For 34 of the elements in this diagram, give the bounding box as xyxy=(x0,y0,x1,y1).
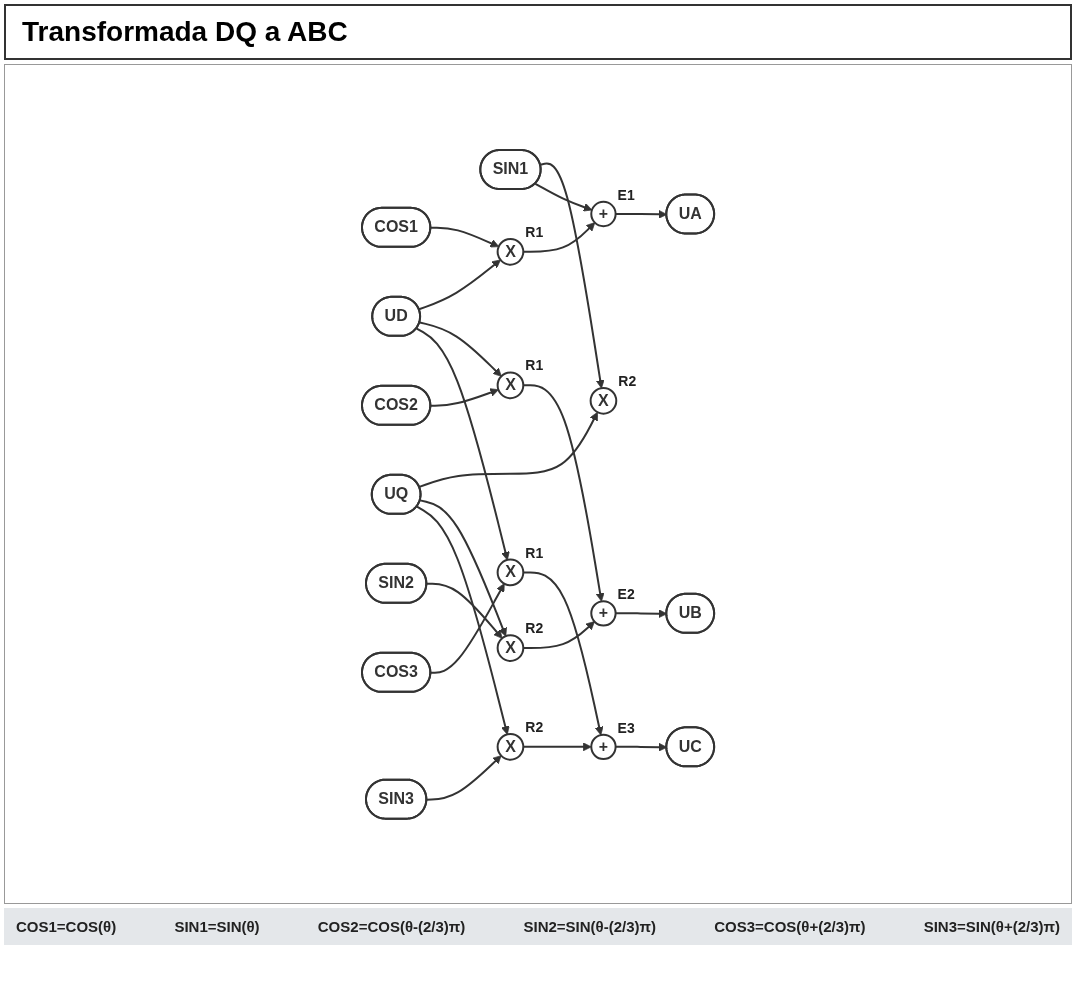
block-tag: R1 xyxy=(525,544,544,561)
block-tag: R1 xyxy=(525,223,544,240)
node-circle: + xyxy=(590,733,617,760)
node-circle: X xyxy=(496,237,525,266)
block-tag: R1 xyxy=(525,357,544,374)
formula-note: COS2=COS(θ-(2/3)π) xyxy=(317,918,466,935)
node-circle: X xyxy=(589,386,618,415)
node-circle: X xyxy=(496,732,525,761)
arrow xyxy=(415,327,510,561)
arrow xyxy=(534,182,593,212)
formula-note: SIN3=SIN(θ+(2/3)π) xyxy=(923,918,1060,935)
arrow xyxy=(418,259,501,310)
block-tag: R2 xyxy=(525,619,544,636)
arrow xyxy=(418,321,502,377)
arrow xyxy=(419,499,507,637)
formula-note: SIN1=SIN(θ) xyxy=(174,918,260,935)
formula-note: COS3=COS(θ+(2/3)π) xyxy=(714,918,866,935)
block-tag: R2 xyxy=(525,718,544,735)
block-tag: E3 xyxy=(617,719,635,736)
arrow xyxy=(539,162,605,389)
node-circle: X xyxy=(496,558,525,586)
diagram-title: Transformada DQ a ABC xyxy=(4,4,1072,60)
arrow xyxy=(415,505,510,735)
block-tag: R2 xyxy=(618,372,637,389)
node-circle: X xyxy=(496,371,525,399)
node-circle: X xyxy=(496,633,525,662)
block-tag: E2 xyxy=(617,585,635,602)
arrow xyxy=(522,384,605,602)
block-tag: E1 xyxy=(617,186,635,203)
arrow xyxy=(418,411,598,488)
node-circle: + xyxy=(590,599,617,627)
formula-note: COS1=COS(θ) xyxy=(16,918,117,935)
formula-note: SIN2=SIN(θ-(2/3)π) xyxy=(523,918,657,935)
node-circle: + xyxy=(590,200,617,227)
